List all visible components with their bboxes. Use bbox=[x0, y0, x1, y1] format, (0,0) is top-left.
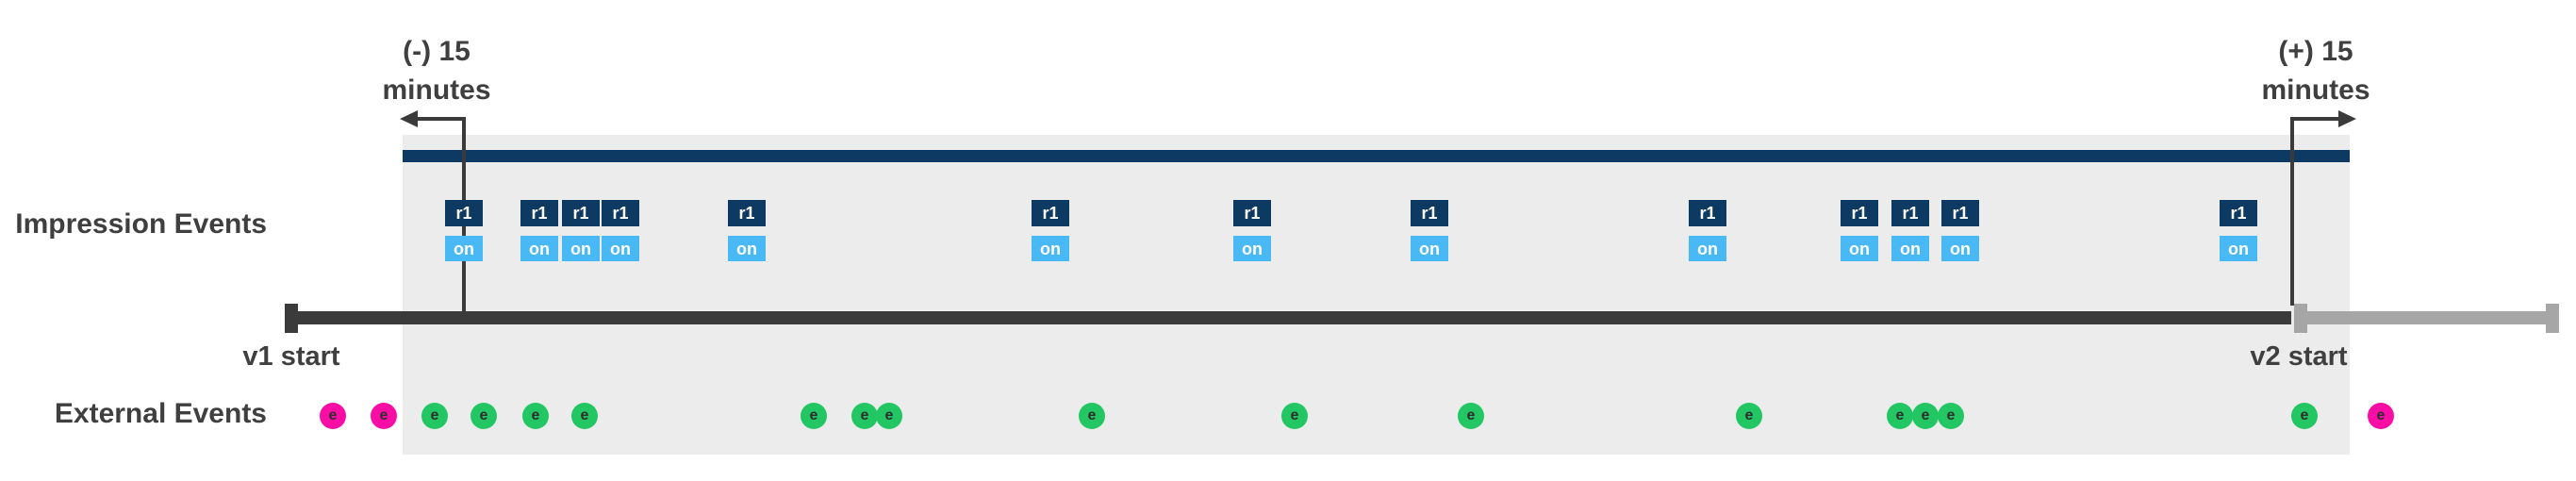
external-event-dot-pink: e bbox=[2368, 403, 2394, 429]
minus-15-line1: (-) 15 bbox=[403, 36, 471, 67]
right-arrowhead-icon bbox=[2338, 110, 2356, 127]
impression-events-row-label: Impression Events bbox=[15, 208, 267, 240]
v2-start-label: v2 start bbox=[2250, 341, 2348, 372]
minus-15-line2: minutes bbox=[382, 75, 491, 106]
timeline-v1-segment bbox=[291, 311, 2291, 324]
campaign-duration-bar bbox=[403, 150, 2350, 162]
minus-15-arrow-shaft bbox=[415, 117, 466, 121]
v2-start-cap bbox=[2294, 304, 2307, 333]
analysis-window-panel bbox=[403, 135, 2350, 455]
plus-15-guide-line bbox=[2290, 119, 2294, 306]
plus-15-line1: (+) 15 bbox=[2278, 36, 2353, 67]
external-events-row-label: External Events bbox=[54, 398, 267, 429]
plus-15-arrow-shaft bbox=[2290, 117, 2340, 121]
left-arrowhead-icon bbox=[400, 110, 418, 127]
plus-15-annotation: (+) 15 minutes bbox=[2221, 32, 2410, 109]
timeline-v2-segment bbox=[2294, 311, 2559, 324]
external-event-dot-pink: e bbox=[371, 403, 397, 429]
minus-15-annotation: (-) 15 minutes bbox=[342, 32, 531, 109]
plus-15-line2: minutes bbox=[2261, 75, 2370, 106]
v1-start-label: v1 start bbox=[242, 341, 340, 372]
v1-start-cap bbox=[285, 304, 298, 333]
timeline-end-cap bbox=[2546, 304, 2559, 333]
external-event-dot-pink: e bbox=[320, 403, 346, 429]
minus-15-guide-line bbox=[462, 119, 466, 311]
